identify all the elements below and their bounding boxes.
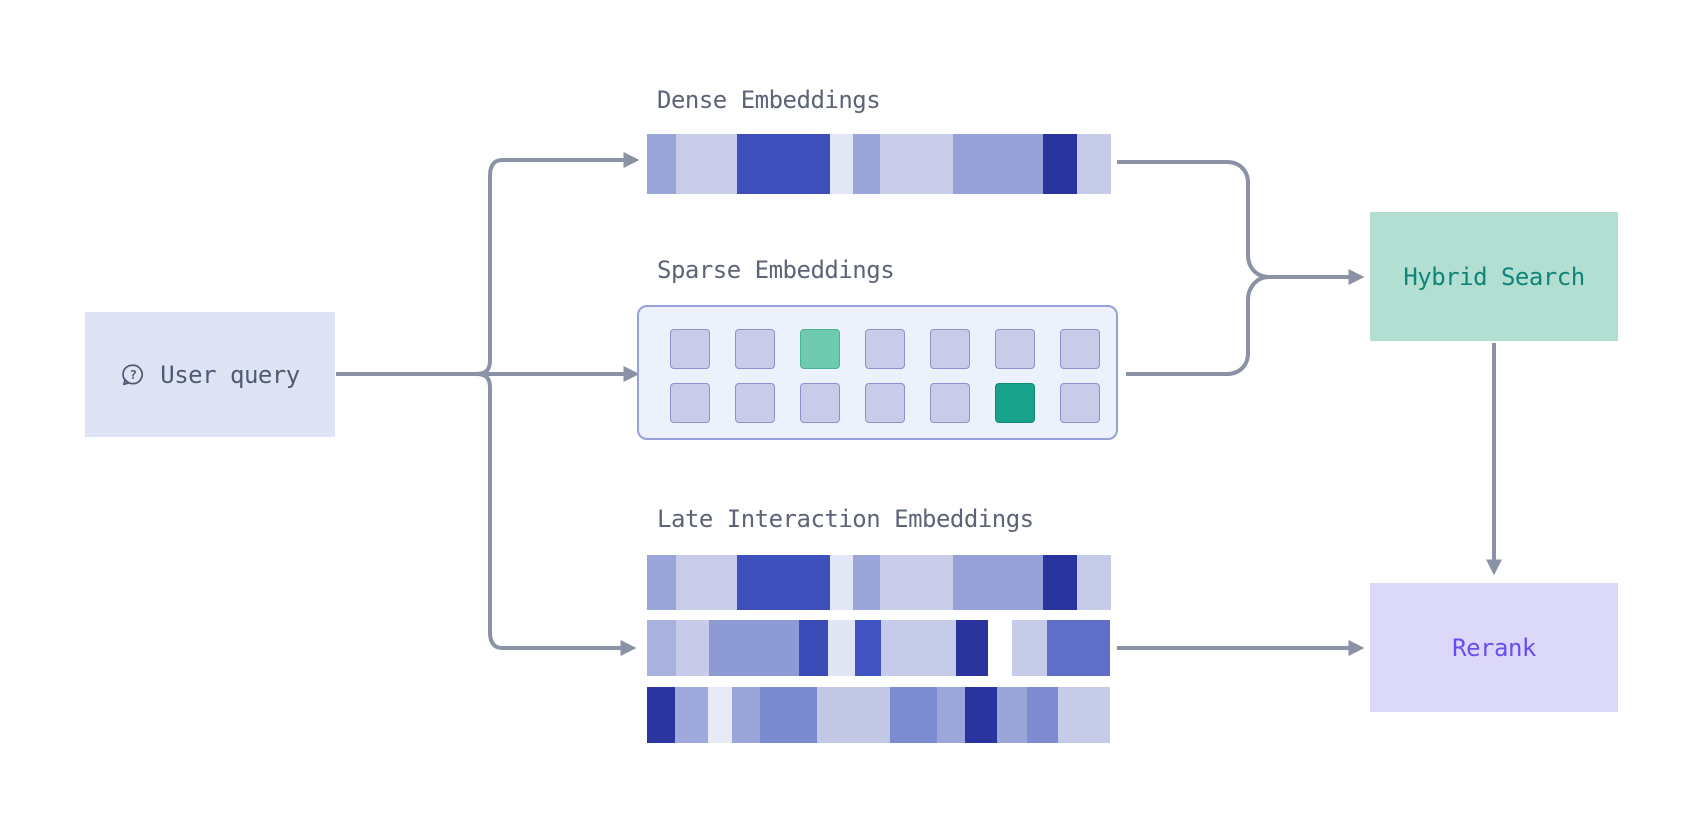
bar-segment (953, 555, 1043, 610)
bar-segment (965, 687, 997, 743)
late-interaction-bar-3 (647, 687, 1110, 743)
bar-segment (647, 687, 675, 743)
sparse-cell (865, 383, 905, 423)
bar-segment (732, 687, 760, 743)
sparse-cell (670, 329, 710, 369)
sparse-cell (995, 329, 1035, 369)
hybrid-search-node: Hybrid Search (1370, 212, 1618, 341)
arrow-sparse-to-hybrid (1126, 275, 1340, 376)
sparse-cell-active (800, 329, 840, 369)
bar-segment (647, 620, 676, 676)
late-interaction-bar-1 (647, 555, 1111, 610)
sparse-cell (930, 383, 970, 423)
bar-segment (817, 687, 890, 743)
bar-segment (853, 555, 880, 610)
bar-segment (1047, 620, 1110, 676)
rerank-node: Rerank (1370, 583, 1618, 712)
bar-segment (708, 687, 732, 743)
rerank-label: Rerank (1452, 633, 1536, 662)
sparse-cell-active (995, 383, 1035, 423)
sparse-embeddings-label: Sparse Embeddings (657, 256, 895, 284)
bar-segment (880, 134, 953, 194)
bar-segment (709, 620, 799, 676)
sparse-cell (1060, 329, 1100, 369)
bar-segment (828, 620, 855, 676)
bar-segment (855, 620, 881, 676)
question-bubble-icon: ? (122, 363, 144, 385)
bar-segment (997, 687, 1027, 743)
bar-segment (1043, 555, 1077, 610)
bar-segment (760, 687, 817, 743)
bar-segment (1027, 687, 1058, 743)
sparse-embeddings-panel (637, 305, 1118, 440)
bar-segment (676, 620, 709, 676)
sparse-cell (800, 383, 840, 423)
bar-segment (988, 620, 1012, 676)
user-query-node: ? User query (85, 312, 335, 437)
bar-segment (890, 687, 937, 743)
bar-segment (956, 620, 988, 676)
bar-segment (647, 555, 676, 610)
bar-segment (880, 555, 953, 610)
dense-embeddings-label: Dense Embeddings (657, 86, 881, 114)
sparse-row (670, 329, 1116, 369)
bar-segment (737, 555, 830, 610)
sparse-cell (670, 383, 710, 423)
bar-segment (676, 555, 737, 610)
bar-segment (676, 134, 737, 194)
sparse-cell (735, 383, 775, 423)
late-interaction-bar-2 (647, 620, 1110, 676)
bar-segment (1077, 134, 1111, 194)
bar-segment (881, 620, 956, 676)
arrow-user-to-late (475, 372, 637, 656)
sparse-cell (930, 329, 970, 369)
bar-segment (1043, 134, 1077, 194)
bar-segment (1012, 620, 1047, 676)
sparse-cell (735, 329, 775, 369)
sparse-cell (1060, 383, 1100, 423)
bar-segment (675, 687, 708, 743)
bar-segment (953, 134, 1043, 194)
question-glyph: ? (130, 366, 137, 381)
bar-segment (1058, 687, 1110, 743)
bar-segment (937, 687, 965, 743)
hybrid-search-label: Hybrid Search (1403, 262, 1585, 291)
bar-segment (799, 620, 828, 676)
late-interaction-embeddings-label: Late Interaction Embeddings (657, 505, 1034, 533)
bar-segment (830, 134, 853, 194)
sparse-row (670, 383, 1116, 423)
sparse-cell (865, 329, 905, 369)
bar-segment (853, 134, 880, 194)
bar-segment (830, 555, 853, 610)
arrow-dense-to-hybrid (1117, 160, 1365, 285)
bar-segment (647, 134, 676, 194)
arrow-user-to-dense (475, 152, 640, 376)
dense-embeddings-bar (647, 134, 1111, 194)
bar-segment (1077, 555, 1111, 610)
user-query-label: User query (160, 360, 300, 389)
bar-segment (737, 134, 830, 194)
